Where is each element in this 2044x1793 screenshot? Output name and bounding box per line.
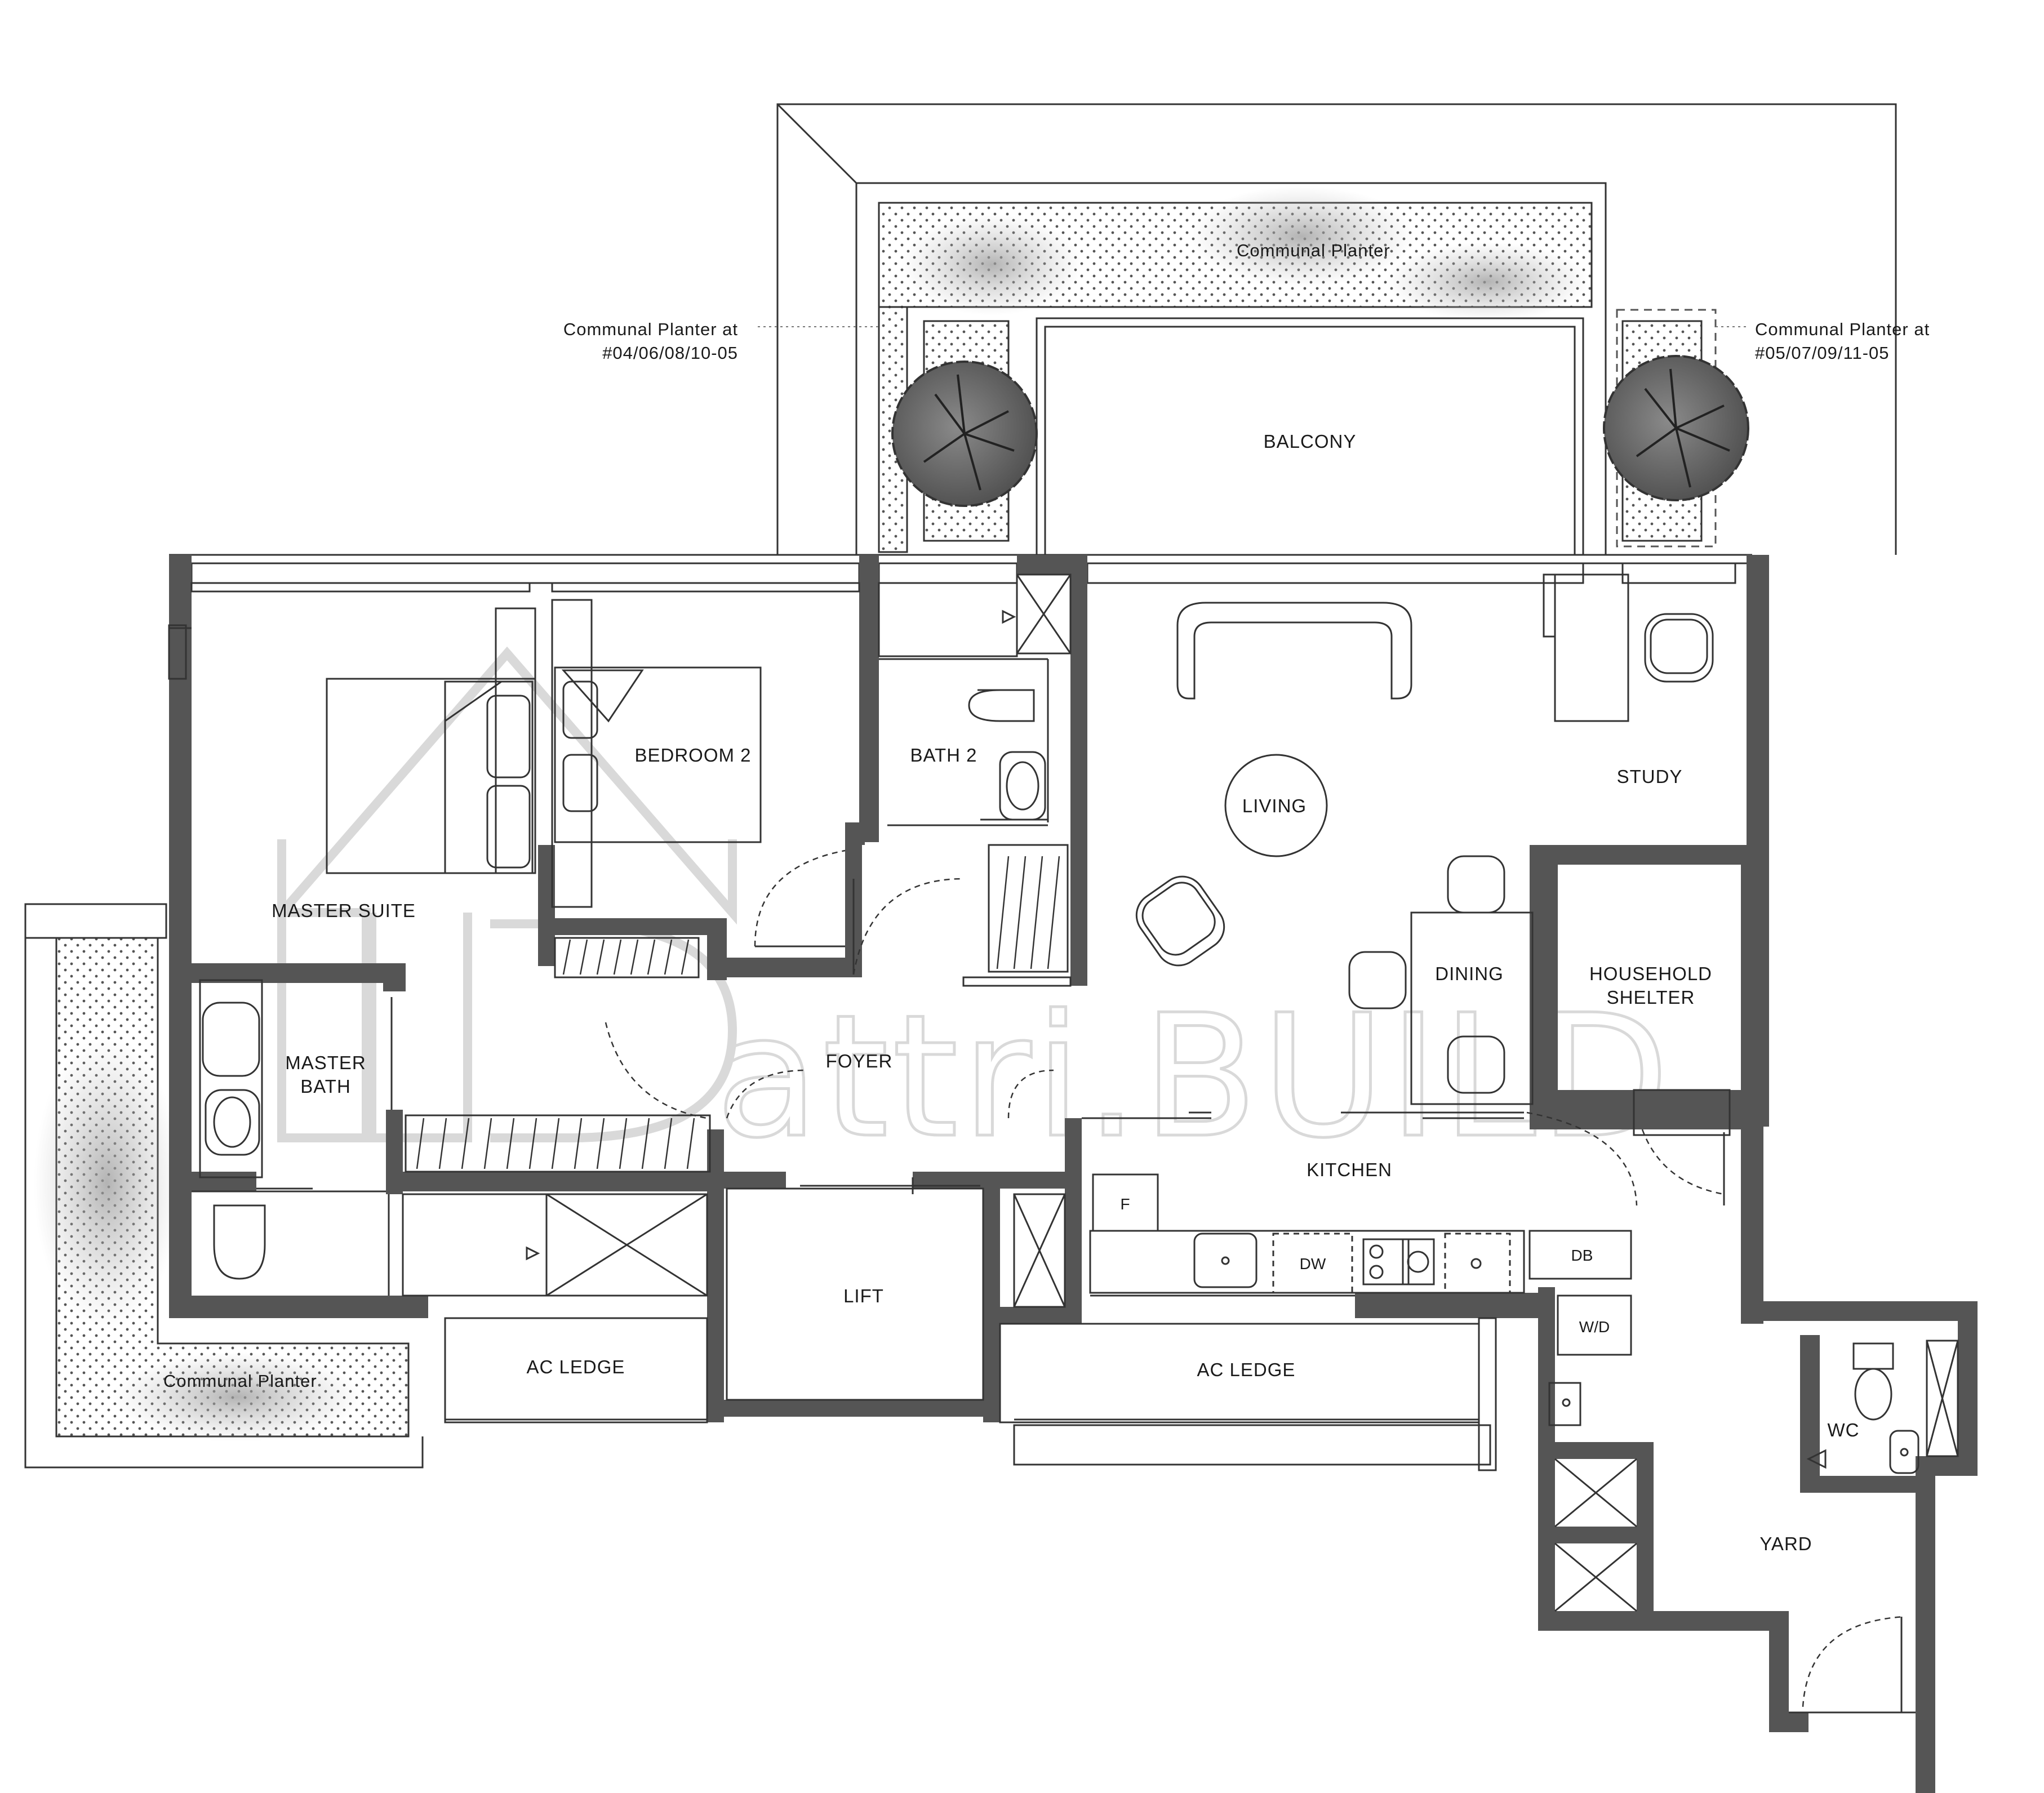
label-lift: LIFT <box>843 1285 884 1306</box>
planter-top <box>878 186 1593 321</box>
watermark: attri.BUILD <box>277 646 1673 1177</box>
furniture <box>202 599 1919 1474</box>
coffee-table <box>1224 754 1328 857</box>
label-planter-top: Communal Planter <box>1237 241 1390 260</box>
label-kitchen: KITCHEN <box>1307 1159 1392 1180</box>
thin-lines <box>168 573 1959 1714</box>
label-household-shelter-2: SHELTER <box>1607 987 1695 1008</box>
tree-icon <box>891 361 1038 507</box>
note-planter-right-units: #05/07/09/11-05 <box>1755 343 1890 363</box>
doors <box>755 879 1903 1712</box>
label-foyer: FOYER <box>826 1051 893 1071</box>
watermark-text: attri.BUILD <box>716 978 1673 1175</box>
note-planter-left-units: #04/06/08/10-05 <box>602 343 738 363</box>
label-balcony: BALCONY <box>1264 431 1357 452</box>
label-yard: YARD <box>1759 1533 1812 1554</box>
bedroom2-bed <box>554 666 762 843</box>
planter-bottom-left <box>24 903 424 1469</box>
label-bedroom-2: BEDROOM 2 <box>634 745 751 766</box>
label-ac-ledge-left: AC LEDGE <box>527 1356 625 1377</box>
planter-labels: Communal Planter Communal Planter Commun… <box>163 241 1930 1391</box>
markers <box>526 609 1827 1469</box>
walls <box>169 555 1978 1793</box>
label-master-suite: MASTER SUITE <box>272 900 416 921</box>
label-fridge: F <box>1120 1195 1130 1213</box>
label-washer-dryer: W/D <box>1579 1318 1610 1336</box>
label-wc: WC <box>1828 1420 1860 1440</box>
label-master-bath: MASTER <box>285 1052 366 1073</box>
label-study: STUDY <box>1617 766 1683 787</box>
wardrobe-hatch <box>416 856 1060 1169</box>
facade <box>169 554 1752 584</box>
fixture-labels: F DW DB W/D <box>1120 1195 1610 1336</box>
label-dishwasher: DW <box>1300 1255 1326 1273</box>
label-household-shelter: HOUSEHOLD <box>1589 963 1712 984</box>
label-ac-ledge-right: AC LEDGE <box>1197 1359 1296 1380</box>
room-labels: MASTER SUITE BEDROOM 2 BATH 2 LIVING STU… <box>272 431 1859 1554</box>
label-bath-2: BATH 2 <box>910 745 977 766</box>
label-planter-bottom-left: Communal Planter <box>163 1371 317 1391</box>
label-db: DB <box>1571 1247 1593 1264</box>
tree-icon <box>1603 355 1749 501</box>
note-planter-right: Communal Planter at <box>1755 319 1930 339</box>
label-dining: DINING <box>1435 963 1504 984</box>
door-swings <box>605 849 1905 1707</box>
wardrobe-corridor <box>962 844 1072 987</box>
master-bed <box>326 678 536 874</box>
label-living: LIVING <box>1242 795 1307 816</box>
label-master-bath-2: BATH <box>300 1076 351 1097</box>
note-planter-left: Communal Planter at <box>563 319 738 339</box>
